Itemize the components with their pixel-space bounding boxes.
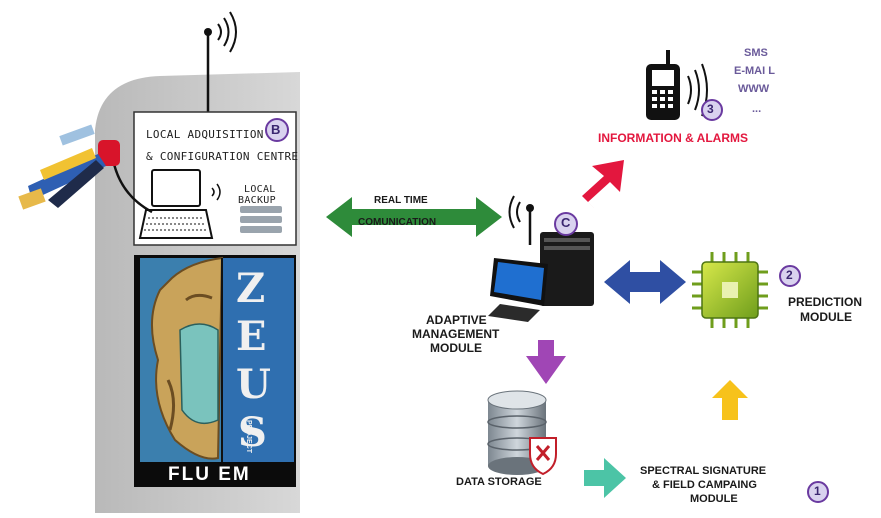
badge-2-circle — [779, 265, 801, 287]
prediction-label-line2: MODULE — [800, 310, 852, 324]
badge-3-circle — [701, 99, 723, 121]
prediction-label-line1: PREDICTION — [788, 295, 863, 309]
badge-2-label: 2 — [786, 268, 793, 282]
spectral-label-line1: SPECTRAL SIGNATURE — [640, 465, 767, 477]
realtime-comm-arrow — [326, 197, 502, 237]
data-storage-label: DATA STORAGE — [456, 476, 542, 488]
spectral-label-line2: & FIELD CAMPAING — [652, 479, 757, 491]
prediction-chip-icon — [692, 252, 768, 328]
info-www: WWW — [738, 83, 770, 95]
prediction-link-arrow — [604, 260, 686, 304]
poster-letter-u: U — [236, 361, 271, 408]
info-email: E-MAI L — [734, 65, 775, 77]
backup-server-icon — [240, 206, 282, 233]
badge-b-circle — [265, 118, 289, 142]
poster-project-label: PROJECT — [245, 420, 252, 454]
badge-c-label: C — [561, 215, 571, 230]
info-alarm-arrow — [582, 160, 624, 208]
poster-letter-s: S — [238, 409, 267, 456]
backup-label-line1: LOCAL — [244, 184, 276, 195]
panel-title-line2: & CONFIGURATION CENTRE — [146, 150, 299, 163]
zeus-poster — [134, 255, 296, 487]
poster-footer: FLU EM — [168, 464, 251, 485]
storage-arrow — [526, 340, 566, 384]
spectral-storage-arrow — [584, 458, 626, 498]
comm-label-line1: REAL TIME — [374, 195, 428, 206]
comm-label-line2: COMUNICATION — [358, 217, 437, 228]
mobile-phone-icon — [646, 50, 708, 120]
info-alarms-title: INFORMATION & ALARMS — [598, 131, 748, 145]
laptop-icon — [138, 169, 221, 239]
poster-letter-e: E — [236, 313, 267, 360]
adaptive-label-line1: ADAPTIVE — [426, 313, 487, 327]
station-antenna-icon — [204, 11, 237, 114]
badge-c-circle — [554, 212, 578, 236]
info-sms: SMS — [744, 47, 768, 59]
backup-label-line2: BACKUP — [238, 195, 276, 206]
badge-b-label: B — [271, 122, 281, 137]
sensor-probe-icon — [18, 124, 153, 214]
adaptive-label-line3: MODULE — [430, 341, 482, 355]
spectral-label-line3: MODULE — [690, 493, 738, 505]
badge-1-circle — [807, 481, 829, 503]
management-computer-icon — [488, 195, 594, 322]
database-icon — [487, 390, 557, 476]
badge-1-label: 1 — [814, 484, 821, 498]
prediction-input-arrow — [712, 380, 748, 420]
info-more: ... — [752, 103, 762, 115]
adaptive-label-line2: MANAGEMENT — [412, 327, 500, 341]
poster-letter-z: Z — [236, 265, 266, 312]
panel-title-line1: LOCAL ADQUISITION — [146, 128, 264, 141]
badge-3-label: 3 — [707, 102, 714, 116]
